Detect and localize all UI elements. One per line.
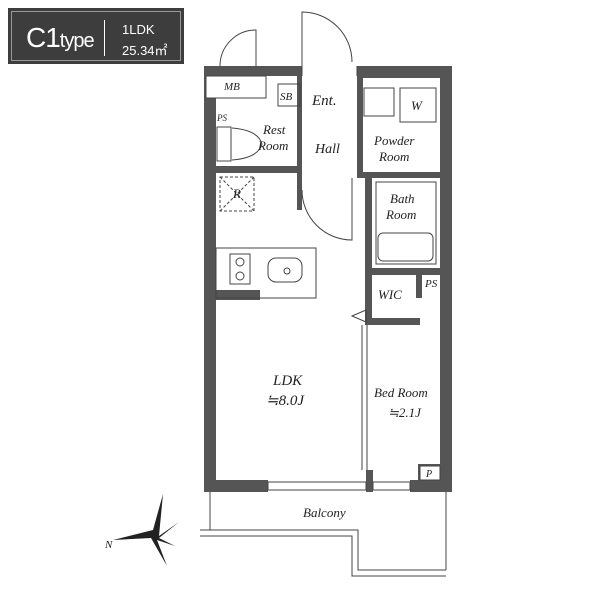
sb-label: SB [280,91,293,103]
type-word: type [59,30,95,52]
unit-type-badge: C1type 1LDK 25.34㎡ [8,8,184,64]
pipe-label: P [425,469,432,480]
walls [204,66,452,492]
fixtures [200,11,447,577]
type-code: C1 [26,22,61,53]
bed-room-size: ≒2.1J [388,405,422,420]
powder-room-label-2: Room [378,149,409,164]
restroom-label-2: Room [257,138,288,153]
ps-right-label: PS [424,278,438,290]
ps-label: PS [216,113,227,123]
ldk-size: ≒8.0J [266,393,305,409]
wic-label: WIC [378,287,402,302]
badge-divider [104,20,105,56]
hall-label: Hall [314,142,340,157]
north-label: N [104,539,113,551]
unit-type: C1type [26,22,95,54]
powder-room-label-1: Powder [373,133,415,148]
entrance-label: Ent. [311,93,337,109]
bath-room-label-2: Room [385,207,416,222]
bath-room-label-1: Bath [390,191,415,206]
balcony-label: Balcony [303,505,346,520]
washer-label: W [411,98,423,113]
refrigerator-label: R [232,186,241,201]
compass: N [104,494,179,566]
restroom-label-1: Rest [262,122,286,137]
ldk-label: LDK [272,373,303,389]
mb-label: MB [223,81,240,93]
bed-room-label: Bed Room [374,385,428,400]
area-label: 25.34㎡ [122,43,168,58]
layout-label: 1LDK [122,22,155,37]
